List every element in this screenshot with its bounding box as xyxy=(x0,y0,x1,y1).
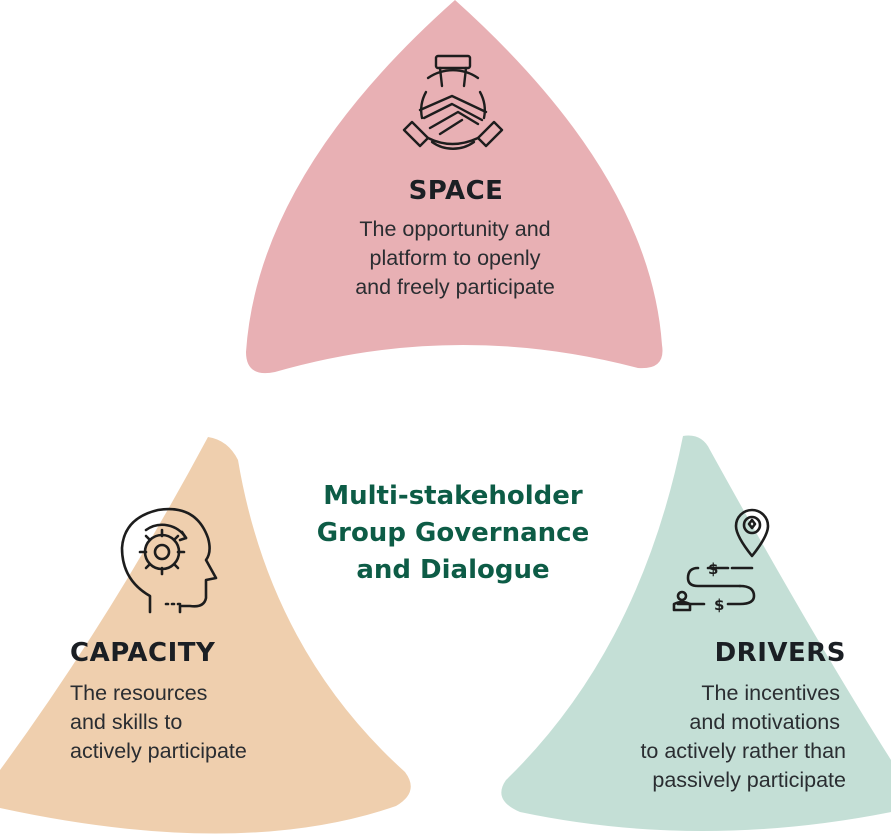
capacity-petal xyxy=(0,437,411,834)
capacity-title: CAPACITY xyxy=(70,638,216,668)
hands-together-icon xyxy=(402,54,504,150)
center-line-1: Multi-stakeholder xyxy=(323,481,583,511)
drivers-line-1: The incentives xyxy=(701,681,840,705)
capacity-line-2: and skills to xyxy=(70,710,183,734)
drivers-line-4: passively participate xyxy=(652,768,846,792)
capacity-description: The resources and skills to actively par… xyxy=(70,679,340,766)
space-petal xyxy=(246,0,663,374)
drivers-title: DRIVERS xyxy=(714,638,846,668)
drivers-description: The incentives and motivations to active… xyxy=(560,679,846,795)
center-line-2: Group Governance xyxy=(316,518,590,548)
head-gear-icon xyxy=(120,507,218,614)
drivers-line-3: to actively rather than xyxy=(640,739,846,763)
svg-text:$: $ xyxy=(714,596,724,614)
route-money-icon: $ $ xyxy=(672,508,770,614)
capacity-line-3: actively participate xyxy=(70,739,247,763)
center-label: Multi-stakeholder Group Governance and D… xyxy=(268,478,638,589)
drivers-line-2: and motivations xyxy=(689,710,840,734)
space-line-2: platform to openly xyxy=(369,246,541,270)
drivers-petal xyxy=(501,435,891,831)
space-line-1: The opportunity and xyxy=(359,217,551,241)
svg-text:$: $ xyxy=(708,560,718,578)
space-line-3: and freely participate xyxy=(355,275,555,299)
space-description: The opportunity and platform to openly a… xyxy=(300,215,610,302)
capacity-line-1: The resources xyxy=(70,681,208,705)
center-line-3: and Dialogue xyxy=(356,555,550,585)
space-title: SPACE xyxy=(408,176,504,206)
